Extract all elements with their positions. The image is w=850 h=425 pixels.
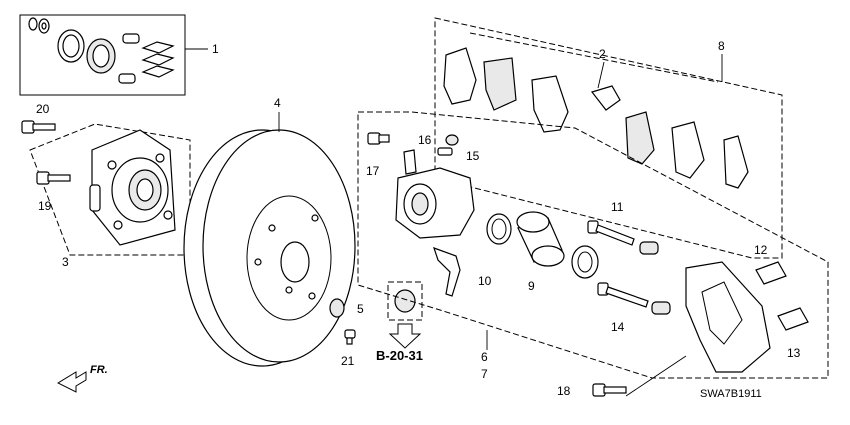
bleeder-screw	[437, 147, 453, 156]
diagram-code: SWA7B1911	[700, 388, 762, 400]
hub-bearing-assembly	[89, 129, 176, 246]
callout-10: 10	[478, 274, 492, 288]
bracket-bolt	[592, 383, 627, 397]
callout-7: 7	[481, 367, 488, 381]
callout-2: 2	[599, 47, 606, 61]
front-marker: FR.	[90, 364, 108, 376]
piston-boot	[571, 245, 599, 279]
callout-12: 12	[754, 243, 768, 257]
leader-2	[597, 61, 605, 89]
hub-mount-bolt	[36, 171, 71, 185]
callout-4: 4	[274, 96, 281, 110]
callout-21: 21	[341, 354, 355, 368]
callout-11: 11	[611, 200, 624, 214]
caliper-piston	[516, 211, 565, 267]
leader-18	[625, 355, 687, 397]
hub-bolt	[21, 120, 56, 134]
brake-pads	[443, 47, 749, 189]
grommet	[329, 298, 345, 318]
callout-19: 19	[38, 199, 52, 213]
caliper-group-box	[357, 111, 829, 379]
callout-13: 13	[787, 346, 801, 360]
pad-group-box	[434, 17, 783, 259]
callout-5: 5	[357, 302, 364, 316]
hub-group-box	[29, 123, 191, 256]
callout-14: 14	[611, 320, 625, 334]
caliper-bracket	[685, 261, 771, 373]
bleeder-cap	[445, 134, 459, 146]
callout-18: 18	[557, 384, 571, 398]
reference-arrow-icon	[388, 323, 422, 349]
callout-9: 9	[528, 279, 535, 293]
pad-retainer	[433, 247, 461, 297]
callout-1: 1	[212, 42, 219, 56]
guide-boot-lower	[651, 301, 671, 315]
seal-kit-parts	[19, 14, 186, 96]
guide-pin-upper	[587, 220, 635, 246]
callout-17: 17	[366, 164, 380, 178]
guide-pin-lower	[597, 282, 649, 308]
section-reference[interactable]: B-20-31	[376, 348, 423, 363]
callout-20: 20	[36, 102, 50, 116]
guide-boot-upper	[639, 241, 659, 255]
piston-seal	[486, 213, 512, 245]
piston-seal-inner	[491, 218, 507, 240]
callout-16: 16	[418, 133, 432, 147]
disc-screw	[344, 329, 356, 345]
caliper-bolt	[367, 132, 390, 145]
pad-clip-upper	[755, 261, 787, 285]
pad-group-inner-line	[469, 32, 719, 83]
callout-6: 6	[481, 350, 488, 364]
pad-clip-lower	[777, 307, 809, 331]
callout-15: 15	[466, 149, 480, 163]
front-arrow-icon	[56, 371, 87, 393]
reference-part	[394, 289, 416, 313]
callout-8: 8	[718, 39, 725, 53]
caliper-body	[395, 149, 475, 239]
brake-disc	[183, 129, 356, 367]
piston-boot-inner	[577, 251, 593, 273]
callout-3: 3	[62, 255, 69, 269]
